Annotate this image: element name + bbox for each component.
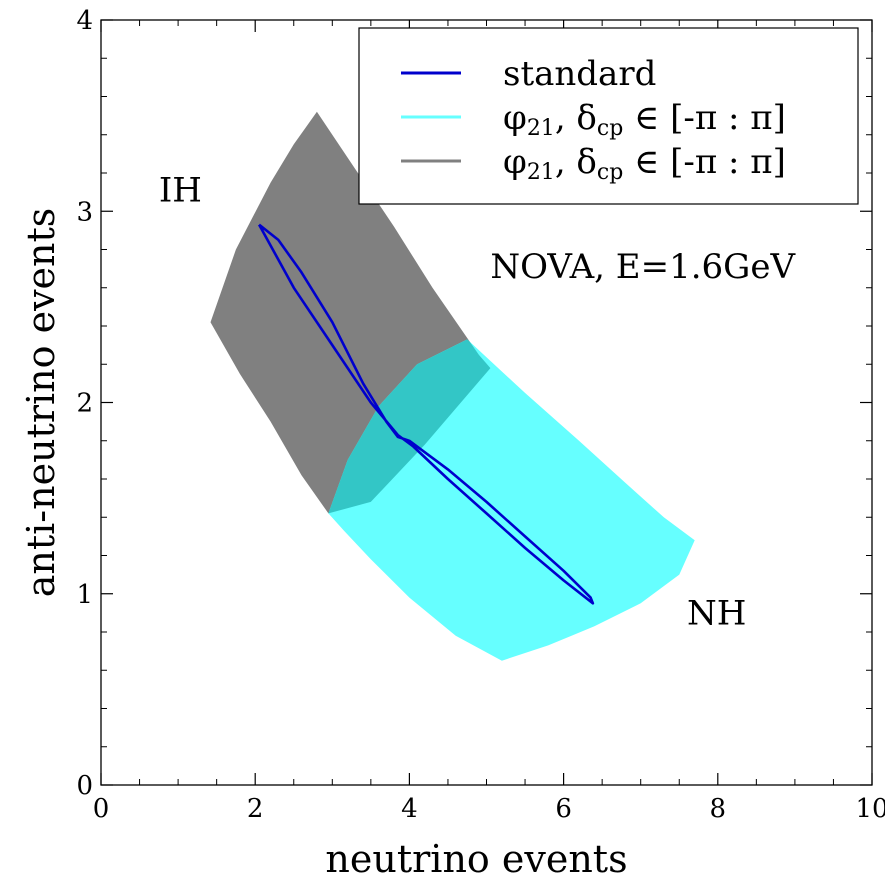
x-tick-label: 6 — [555, 794, 572, 824]
legend-label: φ21, δcp ∈ [-π : π] — [503, 142, 786, 185]
x-tick-label: 8 — [710, 794, 727, 824]
legend-subscript: cp — [597, 116, 623, 141]
legend-text-part: φ — [503, 98, 527, 138]
y-tick-label: 3 — [76, 197, 93, 227]
x-axis-label: neutrino events — [325, 837, 627, 881]
y-axis-label: anti-neutrino events — [19, 208, 63, 598]
y-tick-label: 2 — [76, 389, 93, 419]
legend-label: φ21, δcp ∈ [-π : π] — [503, 98, 786, 141]
legend-text-part: ∈ [-π : π] — [623, 98, 786, 138]
y-tick-label: 0 — [76, 771, 93, 801]
legend-subscript: 21 — [527, 116, 555, 141]
y-tick-label: 1 — [76, 580, 93, 610]
annotation: NH — [687, 593, 746, 633]
standard-line — [257, 223, 595, 605]
legend-subscript: cp — [597, 160, 623, 185]
legend-subscript: 21 — [527, 160, 555, 185]
annotations-layer: IH NOVA, E=1.6GeV NH — [159, 171, 797, 634]
y-tick-label: 4 — [76, 6, 93, 36]
x-tick-label: 0 — [93, 794, 110, 824]
x-tick-label: 4 — [401, 794, 418, 824]
axes-layer: 0 2 4 6 8 10 0 1 2 3 4 neutrino events anti-neutrino… — [19, 6, 885, 881]
x-tick-label: 2 — [247, 794, 264, 824]
annotation: NOVA, E=1.6GeV — [490, 247, 796, 287]
x-tick-label: 10 — [855, 794, 885, 824]
legend-text-part: , δ — [555, 142, 597, 182]
legend-label: standard — [503, 54, 656, 94]
legend-text-part: φ — [503, 142, 527, 182]
legend-text-part: ∈ [-π : π] — [623, 142, 786, 182]
legend-text-part: , δ — [555, 98, 597, 138]
overlap-region — [328, 339, 491, 514]
overlap-layer — [328, 339, 491, 514]
lines-layer — [257, 223, 595, 605]
annotation: IH — [159, 171, 202, 211]
